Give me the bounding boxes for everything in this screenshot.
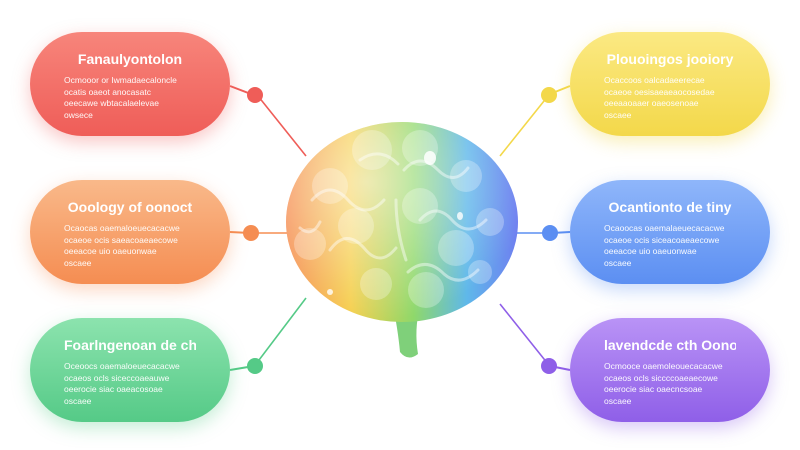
card-top-right: Plouoingos jooiory Ocaccoos oalcadaeerec… [570, 32, 770, 136]
connector-bottom-right [499, 303, 571, 374]
brain-icon [286, 122, 518, 358]
card-mid-right: Ocantionto de tiny Ocaoocas oaemalaeueca… [570, 180, 770, 284]
card-bottom-right: lavendcde cth Oonoende Ocmooce oaemoleou… [570, 318, 770, 422]
connector-node-icon [541, 358, 557, 374]
connector-bottom-left [229, 297, 307, 374]
card-body: Oceoocs oaemaloeuecacacwe ocaeos ocls si… [64, 361, 180, 406]
card-title: Fanaulyontolon [77, 51, 183, 67]
card-title: Ooology of oonoct [67, 199, 193, 215]
connector-mid-left [229, 225, 296, 241]
card-top-left: Fanaulyontolon Ocmooor or Iwmadaecaloncl… [30, 32, 230, 136]
card-body: Ocaccoos oalcadaeerecae ocaeoe oesisaeae… [604, 75, 715, 120]
card-title: Plouoingos jooiory [606, 51, 734, 67]
card-body: Ocmooor or Iwmadaecaloncle ocatis oaeot … [64, 75, 177, 120]
card-body: Ocaoocas oaemalaeuecacacwe ocaeoe ocis s… [604, 223, 725, 268]
connector-node-icon [247, 87, 263, 103]
card-body: Ocaocas oaemaloeuecacacwe ocaeoe ocis sa… [64, 223, 180, 268]
card-body: Ocmooce oaemoleouecacacwe ocaeos ocls si… [604, 361, 723, 406]
connector-top-right [499, 85, 571, 157]
connector-node-icon [542, 225, 558, 241]
card-mid-left: Ooology of oonoct Ocaocas oaemaloeuecaca… [30, 180, 230, 284]
card-title: Foarlngenoan de chon [64, 337, 196, 353]
card-title: lavendcde cth Oonoende [604, 337, 736, 353]
card-title: Ocantionto de tiny [608, 199, 732, 215]
card-bottom-left: Foarlngenoan de chon Oceoocs oaemaloeuec… [30, 318, 230, 422]
connector-node-icon [247, 358, 263, 374]
connector-mid-right [512, 225, 571, 241]
connector-node-icon [243, 225, 259, 241]
connector-node-icon [541, 87, 557, 103]
connector-top-left [229, 85, 307, 157]
